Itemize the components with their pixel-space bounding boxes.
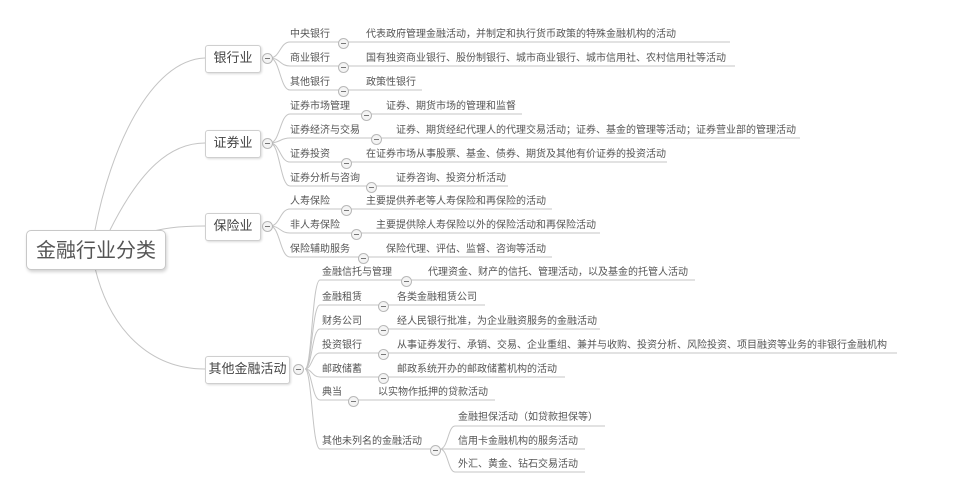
subtopic-investment-bank[interactable]: 投资银行: [322, 340, 362, 351]
subtopic-securities-analysis[interactable]: 证券分析与咨询: [290, 173, 360, 184]
leaf-item: 外汇、黄金、钻石交易活动: [458, 459, 578, 470]
collapse-icon[interactable]: [341, 205, 352, 216]
collapse-icon[interactable]: [348, 396, 359, 407]
collapse-icon[interactable]: [293, 364, 304, 375]
root-node[interactable]: 金融行业分类: [26, 230, 166, 270]
collapse-icon[interactable]: [366, 182, 377, 193]
collapse-icon[interactable]: [351, 229, 362, 240]
subtopic-securities-market-mgmt[interactable]: 证券市场管理: [290, 101, 350, 112]
description: 保险代理、评估、监督、咨询等活动: [386, 244, 546, 255]
subtopic-central-bank[interactable]: 中央银行: [290, 29, 330, 40]
subtopic-postal-savings[interactable]: 邮政储蓄: [322, 364, 362, 375]
category-node-insurance[interactable]: 保险业: [205, 213, 261, 241]
collapse-icon[interactable]: [262, 138, 273, 149]
collapse-icon[interactable]: [361, 110, 372, 121]
leaf-item: 金融担保活动（如贷款担保等）: [458, 412, 598, 423]
subtopic-other-bank[interactable]: 其他银行: [290, 77, 330, 88]
subtopic-securities-brokerage[interactable]: 证券经济与交易: [290, 125, 360, 136]
collapse-icon[interactable]: [262, 221, 273, 232]
category-node-banking[interactable]: 银行业: [205, 45, 261, 73]
description: 证券咨询、投资分析活动: [396, 173, 506, 184]
collapse-icon[interactable]: [338, 38, 349, 49]
subtopic-finance-company[interactable]: 财务公司: [322, 316, 362, 327]
description: 代理资金、财产的信托、管理活动，以及基金的托管人活动: [428, 267, 688, 278]
subtopic-other-unlisted[interactable]: 其他未列名的金融活动: [322, 436, 422, 447]
collapse-icon[interactable]: [358, 253, 369, 264]
leaf-item: 信用卡金融机构的服务活动: [458, 436, 578, 447]
subtopic-financial-leasing[interactable]: 金融租赁: [322, 292, 362, 303]
description: 政策性银行: [366, 77, 416, 88]
collapse-icon[interactable]: [430, 445, 441, 456]
subtopic-trust-management[interactable]: 金融信托与管理: [322, 267, 392, 278]
description: 经人民银行批准，为企业融资服务的金融活动: [397, 316, 597, 327]
description: 从事证券发行、承销、交易、企业重组、兼并与收购、投资分析、风险投资、项目融资等业…: [397, 340, 887, 351]
collapse-icon[interactable]: [378, 325, 389, 336]
description: 各类金融租赁公司: [397, 292, 477, 303]
description: 证券、期货市场的管理和监督: [386, 101, 516, 112]
description: 以实物作抵押的贷款活动: [378, 387, 488, 398]
subtopic-insurance-auxiliary[interactable]: 保险辅助服务: [290, 244, 350, 255]
collapse-icon[interactable]: [378, 349, 389, 360]
description: 代表政府管理金融活动，并制定和执行货币政策的特殊金融机构的活动: [366, 29, 676, 40]
collapse-icon[interactable]: [378, 373, 389, 384]
description: 国有独资商业银行、股份制银行、城市商业银行、城市信用社、农村信用社等活动: [366, 53, 726, 64]
description: 邮政系统开办的邮政储蓄机构的活动: [397, 364, 557, 375]
collapse-icon[interactable]: [371, 134, 382, 145]
collapse-icon[interactable]: [338, 62, 349, 73]
subtopic-non-life-insurance[interactable]: 非人寿保险: [290, 220, 340, 231]
description: 在证券市场从事股票、基金、债券、期货及其他有价证券的投资活动: [366, 149, 666, 160]
description: 主要提供养老等人寿保险和再保险的活动: [366, 196, 546, 207]
category-node-other-finance[interactable]: 其他金融活动: [205, 356, 290, 384]
collapse-icon[interactable]: [262, 53, 273, 64]
category-node-securities[interactable]: 证券业: [205, 130, 261, 158]
collapse-icon[interactable]: [341, 158, 352, 169]
description: 证券、期货经纪代理人的代理交易活动；证券、基金的管理等活动；证券营业部的管理活动: [396, 125, 796, 136]
description: 主要提供除人寿保险以外的保险活动和再保险活动: [376, 220, 596, 231]
subtopic-commercial-bank[interactable]: 商业银行: [290, 53, 330, 64]
collapse-icon[interactable]: [401, 276, 412, 287]
collapse-icon[interactable]: [378, 301, 389, 312]
subtopic-securities-investment[interactable]: 证券投资: [290, 149, 330, 160]
subtopic-pawn[interactable]: 典当: [322, 387, 342, 398]
subtopic-life-insurance[interactable]: 人寿保险: [290, 196, 330, 207]
collapse-icon[interactable]: [338, 86, 349, 97]
